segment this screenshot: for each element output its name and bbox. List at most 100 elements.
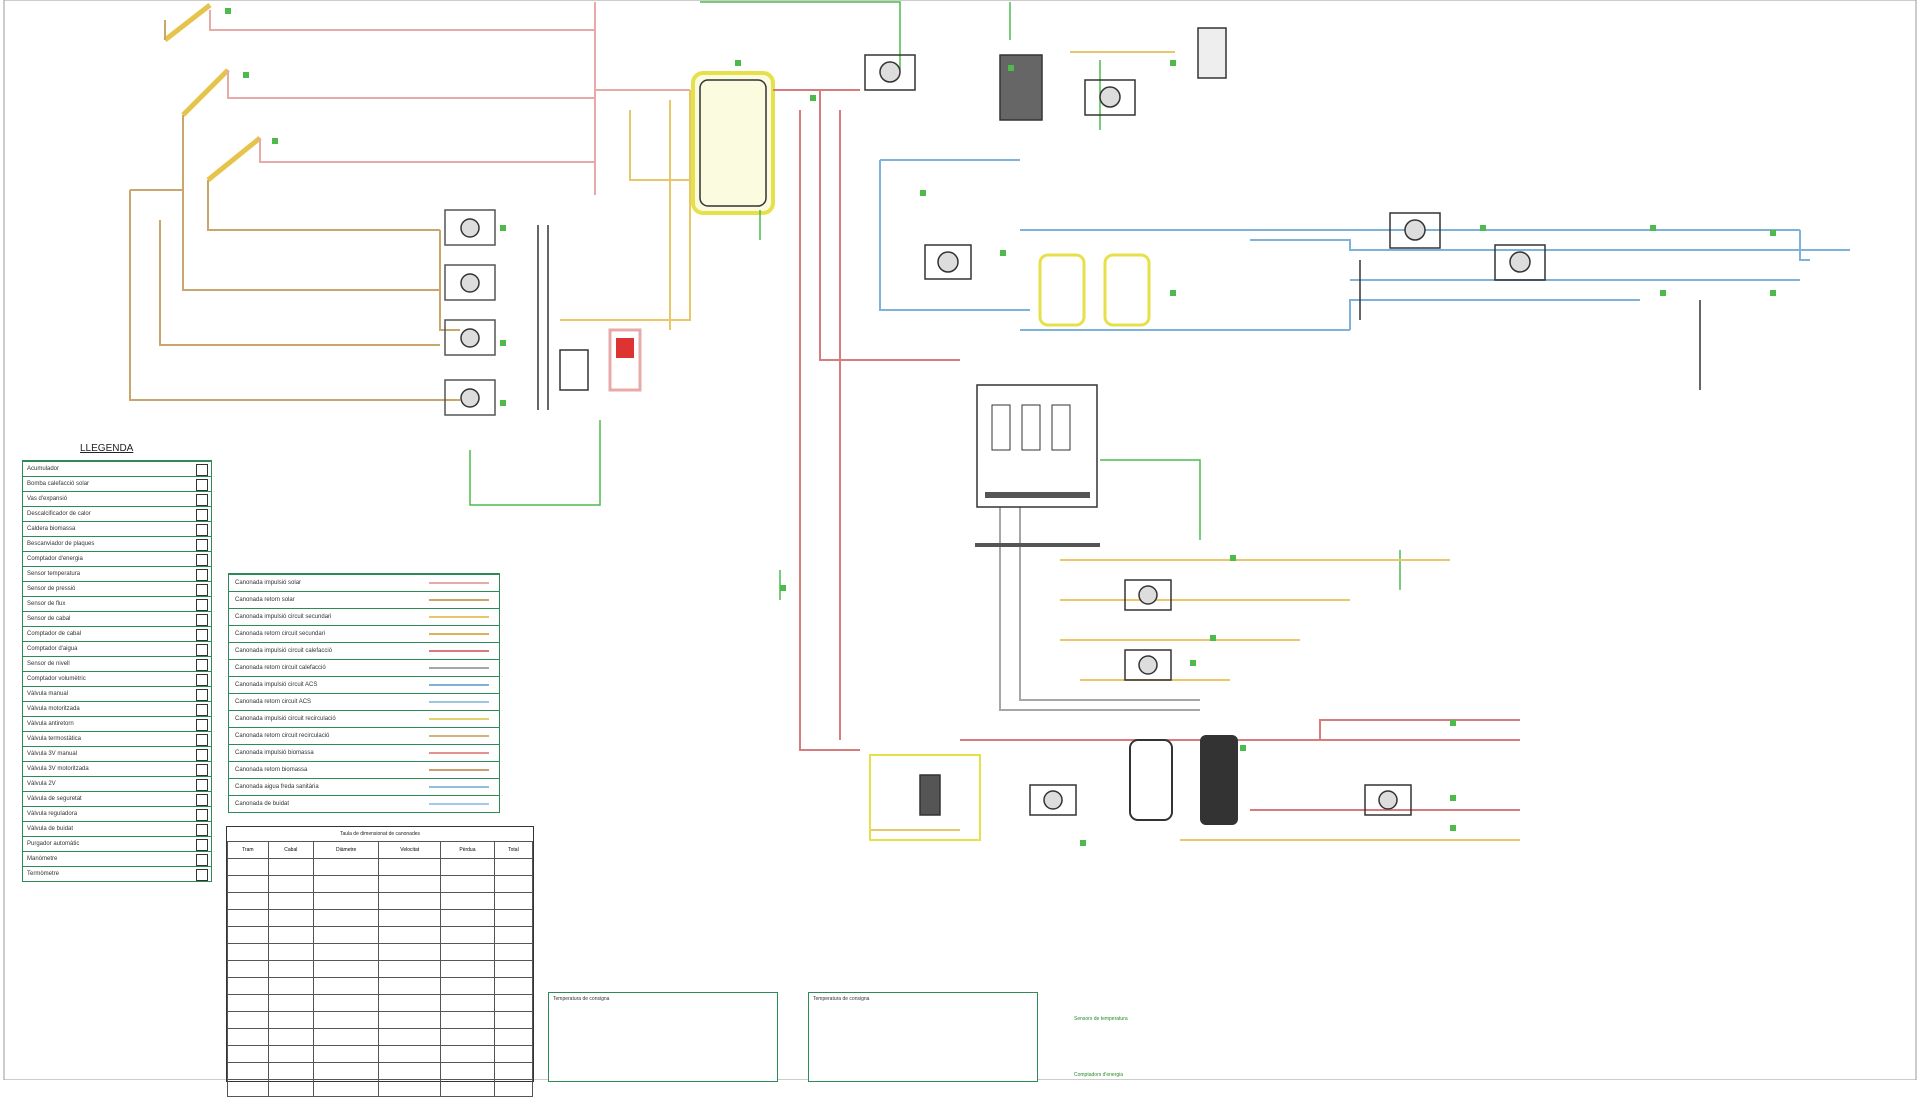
table-cell — [493, 943, 534, 961]
lower-exchanger — [869, 579, 1412, 841]
green-control-lines — [469, 1, 1401, 600]
table-cell — [378, 977, 442, 995]
legend-row: Comptador d'aigua — [23, 641, 211, 656]
table-cell — [267, 943, 314, 961]
table-cell — [227, 858, 269, 876]
table-row — [227, 909, 534, 927]
table-row — [227, 858, 534, 876]
legend-row: Bescanviador de plaques — [23, 536, 211, 551]
solar-pump-group — [444, 209, 549, 416]
legend-symbol-icon — [196, 719, 208, 731]
legend-symbol-icon — [196, 584, 208, 596]
solar-supply-pipes — [209, 2, 690, 195]
legend-row-label: Sensor de pressió — [27, 586, 76, 592]
legend-symbol-icon — [196, 509, 208, 521]
table-cell — [440, 943, 495, 961]
pipe-color-swatch — [429, 684, 489, 686]
legend-symbol-icon — [196, 599, 208, 611]
table-cell — [378, 1028, 442, 1046]
legend-symbol-icon — [196, 794, 208, 806]
legend-row-label: Purgador automàtic — [27, 841, 80, 847]
legend-row-label: Caldera biomassa — [27, 526, 76, 532]
legend-row-label: Vàlvula 2V — [27, 781, 56, 787]
table-cell — [267, 892, 314, 910]
legend-row: Purgador automàtic — [23, 836, 211, 851]
table-row — [227, 1011, 534, 1029]
table-cell — [378, 926, 442, 944]
legend-row-label: Descalcificador de calor — [27, 511, 91, 517]
table-cell — [267, 875, 314, 893]
table-row — [227, 926, 534, 944]
legend-symbol-icon — [196, 869, 208, 881]
pipe-color-swatch — [429, 752, 489, 754]
legend-row: Vàlvula de buidat — [23, 821, 211, 836]
legend-symbol-icon — [196, 479, 208, 491]
legend-symbol-icon — [196, 839, 208, 851]
legend-row-label: Termòmetre — [27, 871, 60, 877]
legend-row-label: Vàlvula de buidat — [27, 826, 74, 832]
legend-symbol-icon — [196, 824, 208, 836]
legend-symbol-icon — [196, 674, 208, 686]
table-cell — [493, 1011, 534, 1029]
legend-row: Vàlvula 2V — [23, 776, 211, 791]
legend-row: Vàlvula manual — [23, 686, 211, 701]
acs-exchangers — [924, 212, 1701, 390]
pipe-color-swatch — [429, 718, 489, 720]
table-cell — [227, 1079, 269, 1097]
legend-row: Manòmetre — [23, 851, 211, 866]
legend-row-label: Vas d'expansió — [27, 496, 68, 502]
pipe-color-swatch — [429, 701, 489, 703]
pipe-legend-label: Canonada impulsió circuit ACS — [235, 682, 318, 688]
table-cell — [378, 1062, 442, 1080]
legend-symbol-icon — [196, 569, 208, 581]
pipe-color-swatch — [429, 616, 489, 618]
table-cell — [493, 858, 534, 876]
legend-row: Vàlvula antiretorn — [23, 716, 211, 731]
pipe-color-swatch — [429, 599, 489, 601]
table-cell — [493, 1079, 534, 1097]
legend-symbol-icon — [196, 614, 208, 626]
table-cell — [493, 926, 534, 944]
table-cell — [227, 994, 269, 1012]
sheet-border — [3, 0, 1917, 1080]
table-cell — [312, 960, 380, 978]
legend-symbol-icon — [196, 689, 208, 701]
legend-row: Vàlvula 3V motoritzada — [23, 761, 211, 776]
distribution-panel — [976, 384, 1098, 508]
pipe-legend-row: Canonada retorn solar — [229, 591, 499, 608]
table-cell — [267, 1062, 314, 1080]
table-cell — [227, 1045, 269, 1063]
table-cell — [267, 960, 314, 978]
legend-symbol-icon — [196, 539, 208, 551]
pipe-legend-row: Canonada impulsió circuit secundari — [229, 608, 499, 625]
legend-row: Bomba calefacció solar — [23, 476, 211, 491]
table-row — [227, 1062, 534, 1080]
lower-tanks — [1129, 735, 1238, 825]
legend-symbol-icon — [196, 659, 208, 671]
table-cell — [378, 875, 442, 893]
acs-tanks — [1038, 253, 1151, 327]
table-cell — [312, 994, 380, 1012]
pipe-legend-label: Canonada impulsió circuit secundari — [235, 614, 332, 620]
top-exchangers — [864, 27, 1227, 121]
table-cell — [440, 909, 495, 927]
legend-row: Vàlvula 3V manual — [23, 746, 211, 761]
legend-symbol-icon — [196, 779, 208, 791]
legend-row-label: Sensor temperatura — [27, 571, 81, 577]
heating-return-pipes — [999, 450, 1200, 711]
legend-row-label: Comptador d'energia — [27, 556, 83, 562]
pipe-legend-row: Canonada impulsió circuit calefacció — [229, 642, 499, 659]
pipe-legend-label: Canonada impulsió solar — [235, 580, 302, 586]
pipe-legend-row: Canonada de buidat — [229, 795, 499, 812]
table-cell — [493, 1062, 534, 1080]
legend-row-label: Bomba calefacció solar — [27, 481, 90, 487]
pipe-color-swatch — [429, 803, 489, 805]
table-cell — [227, 926, 269, 944]
legend-row-label: Sensor de cabal — [27, 616, 71, 622]
table-cell — [227, 875, 269, 893]
table-row — [227, 943, 534, 961]
